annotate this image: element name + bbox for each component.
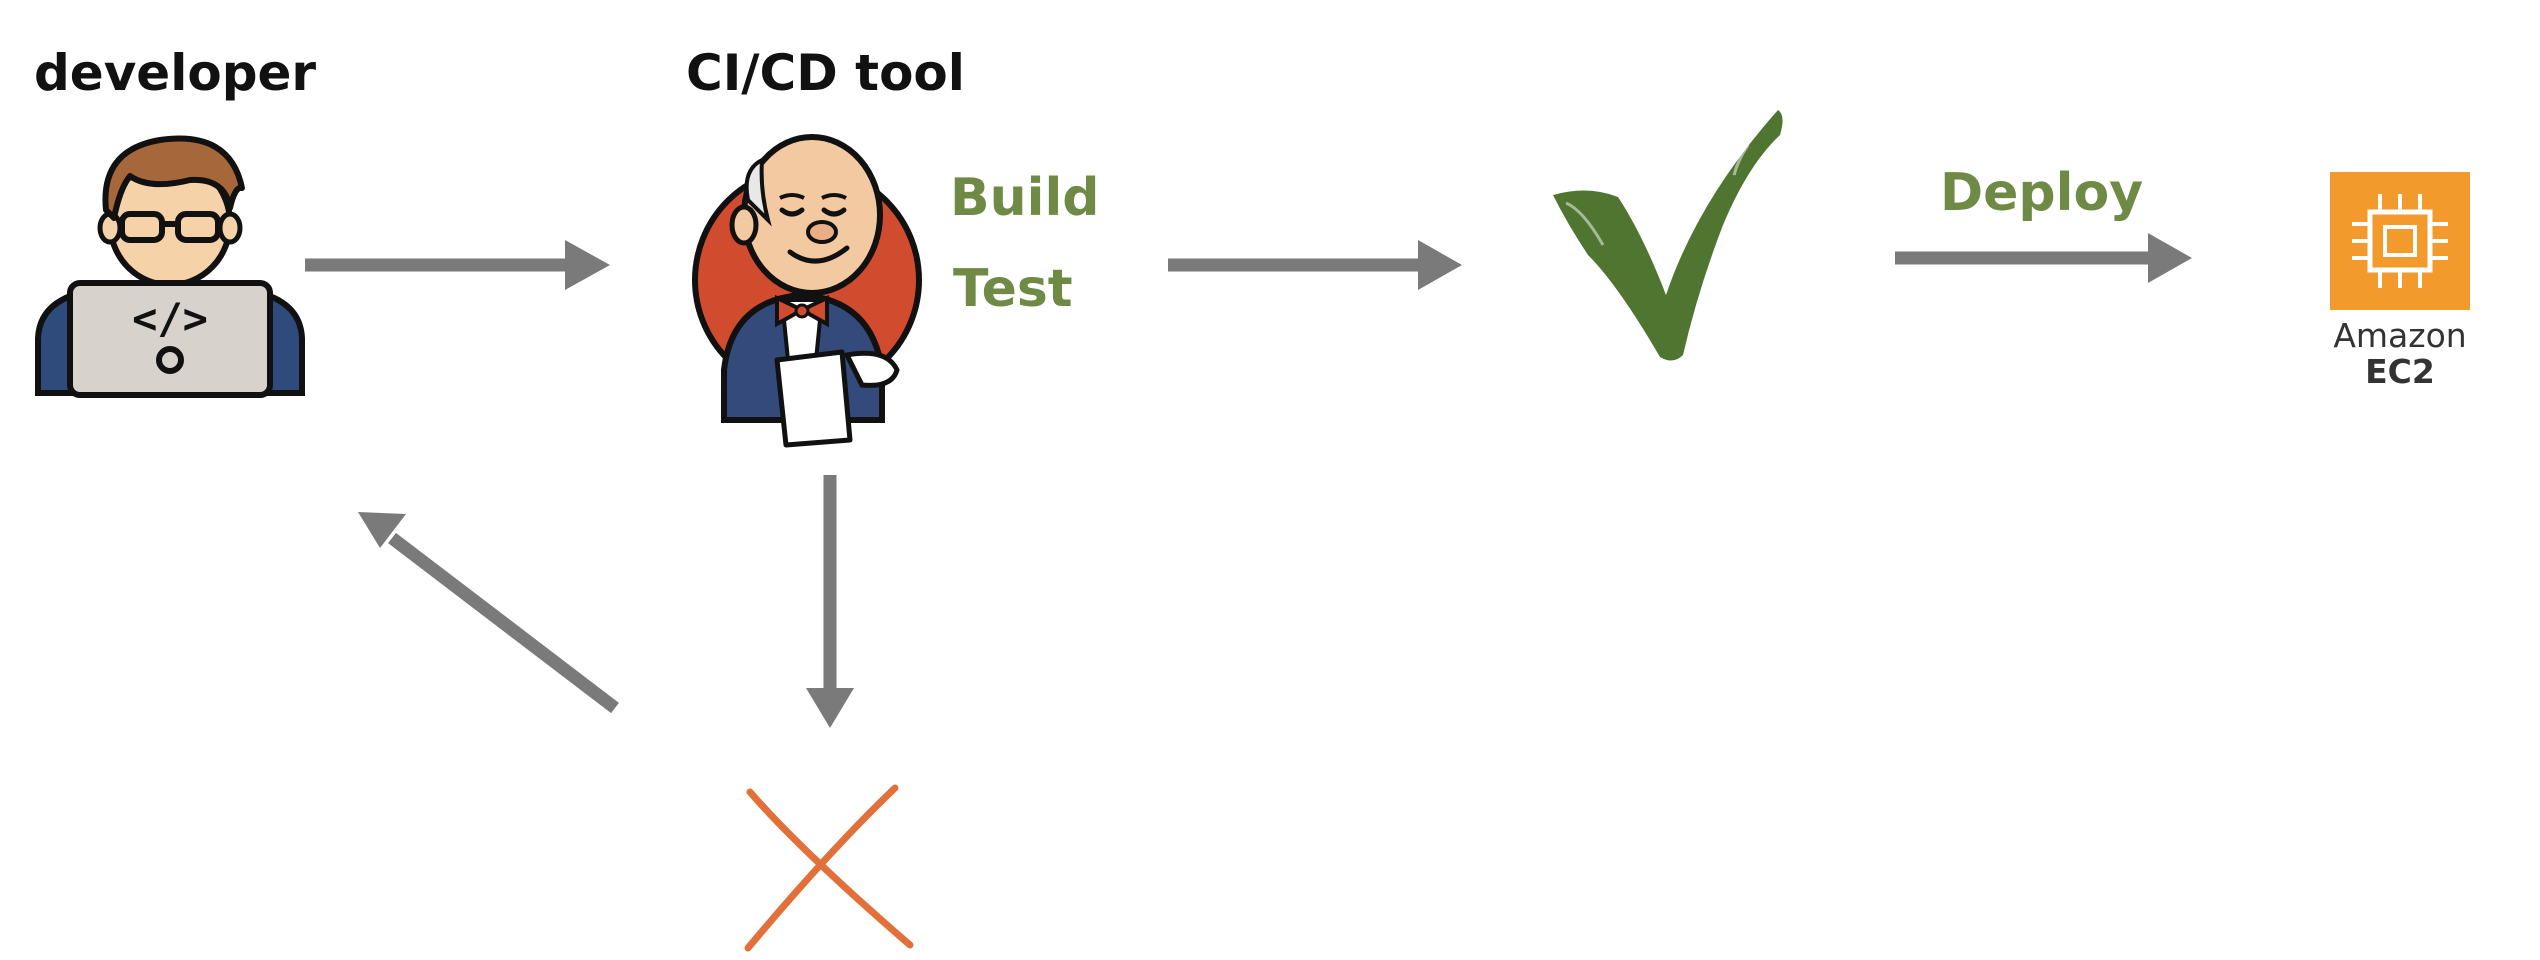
build-label: Build: [950, 168, 1100, 228]
cicd-tool-label: CI/CD tool: [686, 44, 965, 102]
jenkins-butler-icon: [692, 134, 922, 448]
cross-icon: [744, 784, 914, 952]
arrow-failure-to-developer: [358, 512, 619, 714]
svg-text:</>: </>: [132, 294, 208, 343]
amazon-ec2-label: Amazon EC2: [2318, 318, 2482, 389]
ec2-label-line2: EC2: [2365, 351, 2435, 391]
developer-avatar-icon: </>: [35, 135, 305, 398]
deploy-label: Deploy: [1940, 163, 2144, 223]
developer-label: developer: [34, 44, 317, 102]
amazon-ec2-icon: [2330, 172, 2470, 310]
checkmark-icon: [1553, 110, 1783, 361]
arrow-deploy-to-ec2: [1895, 233, 2192, 283]
arrow-cicd-to-failure: [806, 475, 854, 728]
arrow-developer-to-cicd: [305, 240, 610, 290]
ec2-label-line1: Amazon: [2333, 316, 2467, 355]
test-label: Test: [953, 259, 1073, 319]
arrow-cicd-to-success: [1168, 240, 1462, 290]
